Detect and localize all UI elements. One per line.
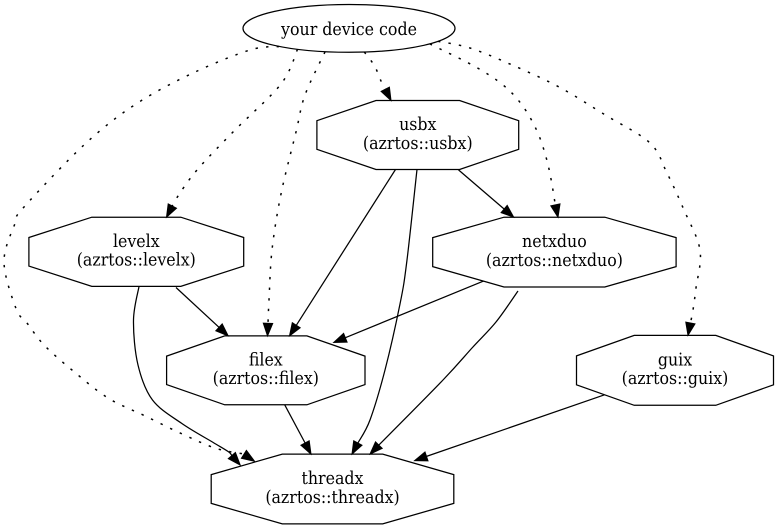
node-usbx: usbx (azrtos::usbx) <box>316 99 520 171</box>
edge-usbx-netxduo <box>458 169 505 210</box>
arrowhead-usbx-netxduo <box>500 204 515 219</box>
arrowhead-levelx-threadx <box>227 451 242 467</box>
node-device-label: your device code <box>280 20 417 40</box>
arrowhead-netxduo-filex <box>332 332 348 344</box>
arrowhead-device-netxduo <box>549 203 561 219</box>
node-threadx-title: threadx <box>302 469 364 489</box>
node-netxduo-title: netxduo <box>522 232 587 252</box>
node-levelx-subtitle: (azrtos::levelx) <box>77 251 196 271</box>
node-levelx-title: levelx <box>113 232 160 252</box>
arrowhead-device-filex <box>262 322 274 338</box>
edge-device-threadx <box>3 45 280 456</box>
edge-device-guix <box>437 40 702 324</box>
edge-filex-threadx <box>284 404 306 444</box>
node-threadx-shape <box>210 453 455 525</box>
arrowhead-device-levelx <box>165 203 178 219</box>
node-threadx: threadx (azrtos::threadx) <box>210 453 455 525</box>
node-device-shape <box>242 3 456 53</box>
node-filex: filex (azrtos::filex) <box>165 335 366 406</box>
arrowhead-netxduo-threadx <box>368 440 384 456</box>
node-levelx-shape <box>28 216 245 288</box>
arrowhead-device-threadx <box>240 449 256 462</box>
edge-usbx-threadx <box>357 169 418 444</box>
arrowhead-guix-threadx <box>413 451 429 462</box>
node-guix-title: guix <box>658 350 692 370</box>
node-usbx-subtitle: (azrtos::usbx) <box>363 134 473 154</box>
node-usbx-title: usbx <box>399 115 436 135</box>
node-threadx-subtitle: (azrtos::threadx) <box>265 488 399 508</box>
node-levelx: levelx (azrtos::levelx) <box>28 216 245 288</box>
edge-device-usbx <box>363 51 386 90</box>
node-device: your device code <box>242 3 456 53</box>
node-guix: guix (azrtos::guix) <box>575 334 775 406</box>
arrowhead-device-guix <box>685 321 696 337</box>
arrowhead-usbx-filex <box>288 321 302 338</box>
edge-guix-threadx <box>426 394 605 457</box>
edge-netxduo-filex <box>345 280 484 339</box>
node-netxduo-subtitle: (azrtos::netxduo) <box>486 251 623 271</box>
edge-device-netxduo <box>429 43 557 207</box>
node-guix-shape <box>575 334 775 406</box>
edge-levelx-filex <box>175 287 220 328</box>
node-filex-shape <box>165 335 366 406</box>
arrowhead-filex-threadx <box>300 440 312 456</box>
arrowhead-levelx-filex <box>214 323 230 337</box>
node-netxduo: netxduo (azrtos::netxduo) <box>432 216 677 288</box>
arrowhead-usbx-threadx <box>351 440 363 456</box>
node-netxduo-shape <box>432 216 677 288</box>
edge-device-filex <box>267 51 326 324</box>
edge-netxduo-threadx <box>378 290 519 446</box>
node-usbx-shape <box>316 99 520 171</box>
edge-levelx-threadx <box>132 286 233 457</box>
node-filex-subtitle: (azrtos::filex) <box>213 369 319 389</box>
arrowhead-device-usbx <box>380 86 392 102</box>
edge-usbx-filex <box>295 169 397 326</box>
edge-device-levelx <box>171 48 299 207</box>
node-guix-subtitle: (azrtos::guix) <box>622 369 729 389</box>
node-filex-title: filex <box>249 350 283 370</box>
